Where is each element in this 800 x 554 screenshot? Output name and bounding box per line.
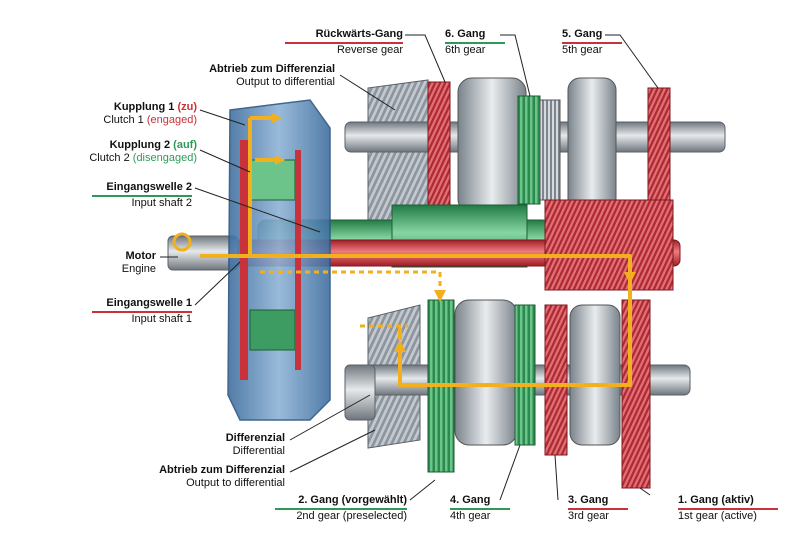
label-differential-de: Differenzial: [225, 432, 285, 444]
label-clutch-1: Kupplung 1 (zu) Clutch 1 (engaged): [62, 101, 197, 127]
label-clutch-2-de: Kupplung 2 (auf): [50, 139, 197, 152]
label-first-gear-en: 1st gear (active): [678, 510, 757, 522]
label-output-bottom: Abtrieb zum Differenzial Output to diffe…: [130, 464, 285, 490]
label-second-gear-de: 2. Gang (vorgewählt): [275, 494, 407, 510]
reverse-gear: [427, 81, 451, 211]
leader-lines: [160, 34, 659, 501]
label-reverse-gear-de: Rückwärts-Gang: [285, 28, 403, 44]
label-third-gear: 3. Gang 3rd gear: [568, 494, 628, 523]
label-fourth-gear-en: 4th gear: [450, 510, 491, 522]
label-fourth-gear: 4. Gang 4th gear: [450, 494, 510, 523]
label-third-gear-de: 3. Gang: [568, 494, 628, 510]
clutch-inner-red-2: [295, 150, 301, 370]
label-third-gear-en: 3rd gear: [568, 510, 609, 522]
label-input-shaft-1-de: Eingangswelle 1: [92, 297, 192, 313]
label-sixth-gear: 6. Gang 6th gear: [445, 28, 505, 57]
clutch-2-en-text: Clutch 2: [89, 152, 130, 164]
power-flow-arrowheads: [272, 113, 636, 352]
label-output-top-de: Abtrieb zum Differenzial: [209, 63, 335, 75]
first-gear: [621, 299, 651, 489]
fifth-gear: [647, 87, 671, 209]
lower-synchro-2: [569, 304, 621, 446]
label-input-shaft-1: Eingangswelle 1 Input shaft 1: [92, 297, 192, 326]
label-clutch-1-en: Clutch 1 (engaged): [62, 114, 197, 127]
label-fourth-gear-de: 4. Gang: [450, 494, 510, 510]
engine-input-stub: [167, 235, 239, 271]
differential-stub: [344, 364, 376, 421]
lower-synchro-1: [454, 299, 518, 446]
label-fifth-gear-en: 5th gear: [562, 44, 603, 56]
label-first-gear: 1. Gang (aktiv) 1st gear (active): [678, 494, 778, 523]
label-second-gear: 2. Gang (vorgewählt) 2nd gear (preselect…: [275, 494, 407, 523]
label-input-shaft-2-de: Eingangswelle 2: [92, 181, 192, 197]
label-input-shaft-2: Eingangswelle 2 Input shaft 2: [92, 181, 192, 210]
label-output-bottom-de: Abtrieb zum Differenzial: [159, 464, 285, 476]
label-differential: Differenzial Differential: [205, 432, 285, 458]
clutch-1-en-text: Clutch 1: [103, 114, 144, 126]
clutch-1-de-state: (zu): [177, 101, 197, 113]
label-reverse-gear-en: Reverse gear: [336, 44, 403, 56]
label-reverse-gear: Rückwärts-Gang Reverse gear: [285, 28, 403, 57]
label-output-top: Abtrieb zum Differenzial Output to diffe…: [180, 63, 335, 89]
clutch-2-de-state: (auf): [173, 139, 197, 151]
label-engine-de: Motor: [125, 250, 156, 262]
third-gear: [544, 304, 568, 456]
clutch-1-en-state: (engaged): [146, 114, 197, 126]
label-clutch-1-de: Kupplung 1 (zu): [62, 101, 197, 114]
power-flow-dashed: [260, 270, 442, 328]
label-fifth-gear: 5. Gang 5th gear: [562, 28, 622, 57]
label-input-shaft-2-en: Input shaft 2: [131, 197, 192, 209]
sixth-gear: [517, 95, 541, 205]
upper-synchro-1: [457, 77, 527, 214]
power-flow-path: [200, 116, 632, 387]
label-fifth-gear-de: 5. Gang: [562, 28, 622, 44]
clutch-1-pack: [249, 309, 296, 351]
label-output-bottom-en: Output to differential: [186, 477, 285, 489]
clutch-inner-red-1: [240, 140, 248, 380]
label-clutch-2: Kupplung 2 (auf) Clutch 2 (disengaged): [50, 139, 197, 165]
label-first-gear-de: 1. Gang (aktiv): [678, 494, 778, 510]
upper-synchro-2: [567, 77, 617, 214]
label-sixth-gear-de: 6. Gang: [445, 28, 505, 44]
label-engine-en: Engine: [121, 263, 156, 275]
engine-rotation-indicator: [172, 232, 192, 252]
input-shaft-1-gear-block: [544, 199, 674, 291]
label-sixth-gear-en: 6th gear: [445, 44, 486, 56]
label-second-gear-en: 2nd gear (preselected): [296, 510, 407, 522]
fourth-gear: [514, 304, 536, 446]
clutch-2-en-state: (disengaged): [132, 152, 197, 164]
clutch-2-de-text: Kupplung 2: [109, 139, 171, 151]
label-engine: Motor Engine: [98, 250, 156, 276]
label-output-top-en: Output to differential: [236, 76, 335, 88]
clutch-2-pack: [249, 159, 296, 201]
upper-idler-ring: [539, 99, 561, 201]
label-clutch-2-en: Clutch 2 (disengaged): [50, 152, 197, 165]
label-input-shaft-1-en: Input shaft 1: [131, 313, 192, 325]
label-differential-en: Differential: [232, 445, 285, 457]
clutch-1-de-text: Kupplung 1: [113, 101, 175, 113]
